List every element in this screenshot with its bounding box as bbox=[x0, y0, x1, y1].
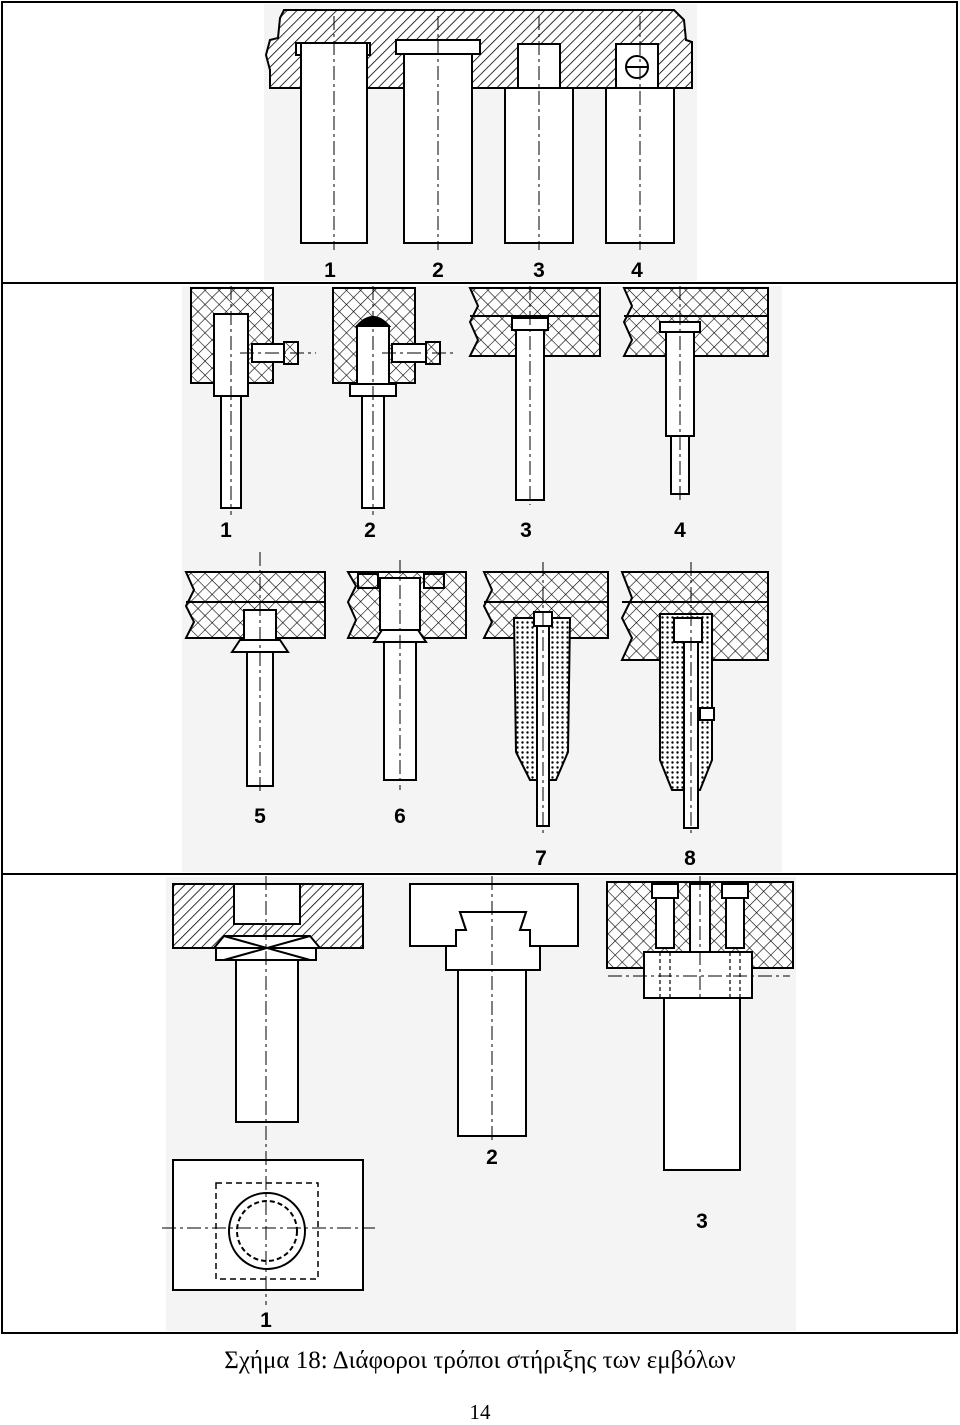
panel-3-centerlines bbox=[259, 552, 692, 835]
panel-2-label-1: 1 bbox=[220, 519, 232, 542]
panel-4-centerlines bbox=[162, 876, 790, 1305]
panel-2-centerlines bbox=[230, 286, 681, 515]
panel-2-label-3: 3 bbox=[520, 519, 532, 542]
panel-3-label-8: 8 bbox=[684, 847, 696, 870]
panel-3-label-6: 6 bbox=[394, 805, 406, 828]
panel-1-drawing bbox=[264, 9, 693, 244]
panel-2-label-4: 4 bbox=[674, 519, 686, 542]
panel-1-label-1: 1 bbox=[324, 259, 336, 282]
panel-1-label-2: 2 bbox=[432, 259, 444, 282]
panel-1-label-4: 4 bbox=[631, 259, 643, 282]
panel-4-label-3: 3 bbox=[696, 1210, 708, 1233]
panel-4-labels: 1 2 3 bbox=[260, 1146, 708, 1332]
figure-frame bbox=[1, 1, 958, 1334]
panel-3-labels: 5 6 7 8 bbox=[254, 805, 696, 870]
panel-2-labels: 1 2 3 4 bbox=[220, 519, 686, 542]
panel-2-label-2: 2 bbox=[364, 519, 376, 542]
panel-1-centerlines bbox=[333, 16, 641, 250]
panel-4-label-2: 2 bbox=[486, 1146, 498, 1169]
panel-1-labels: 1 2 3 4 bbox=[324, 259, 643, 282]
panel-4-drawing bbox=[172, 881, 794, 1291]
panel-1-label-3: 3 bbox=[533, 259, 545, 282]
panel-4-label-1: 1 bbox=[260, 1309, 272, 1332]
panel-3-label-5: 5 bbox=[254, 805, 266, 828]
figure-caption: Σχήμα 18: Διάφοροι τρόποι στήριξης των ε… bbox=[224, 1347, 736, 1374]
page-number: 14 bbox=[469, 1400, 491, 1424]
panel-3-label-7: 7 bbox=[535, 847, 547, 870]
